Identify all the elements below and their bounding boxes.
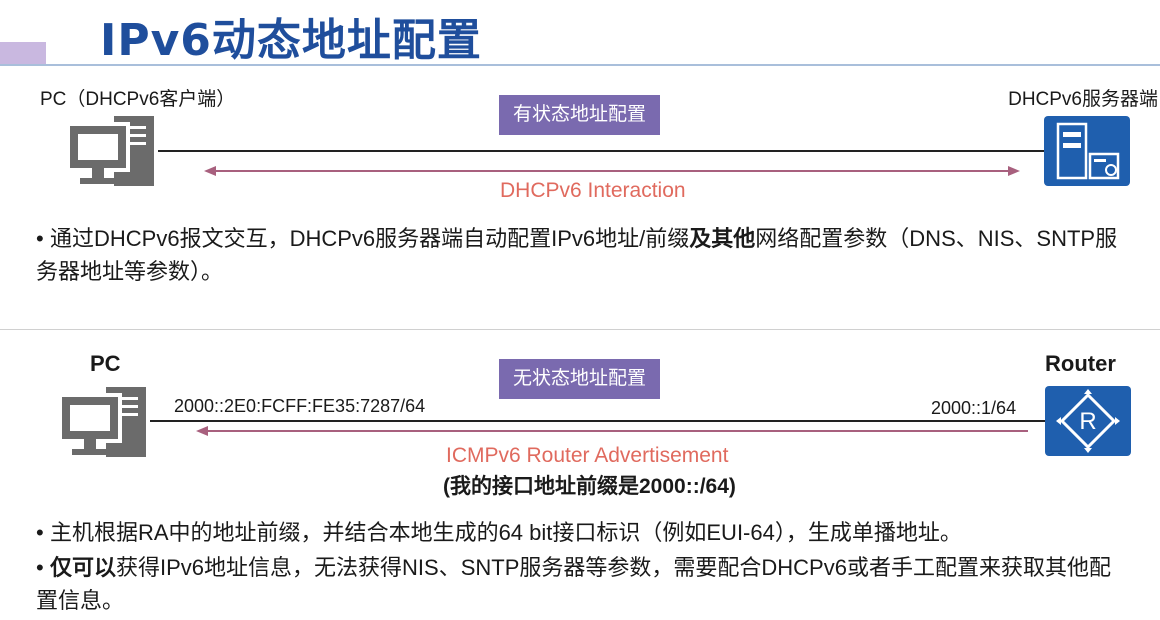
stateless-link-line — [150, 420, 1045, 422]
pc-address: 2000::2E0:FCFF:FE35:7287/64 — [174, 396, 426, 416]
router-address: 2000::1/64 — [931, 398, 1017, 418]
stateful-tag: 有状态地址配置 — [499, 95, 661, 135]
section-divider — [0, 329, 1160, 330]
pc-label: PC — [90, 351, 121, 376]
router-icon: R — [1045, 386, 1131, 456]
dhcpv6-interaction-label: DHCPv6 Interaction — [500, 179, 686, 202]
router-label: Router — [1045, 351, 1116, 376]
dhcpv6-interaction-arrow — [204, 166, 1020, 176]
ra-label: ICMPv6 Router Advertisement — [446, 444, 729, 467]
ra-note: (我的接口地址前缀是2000::/64) — [443, 475, 736, 498]
page-title: IPv6动态地址配置 — [100, 15, 482, 66]
stateful-link-line — [158, 150, 1044, 152]
pc-icon — [66, 116, 154, 186]
stateful-bullet: •通过DHCPv6报文交互，DHCPv6服务器端自动配置IPv6地址/前缀及其他… — [36, 222, 1126, 288]
stateless-tag: 无状态地址配置 — [499, 359, 661, 399]
svg-text:R: R — [1079, 408, 1096, 435]
client-label: PC（DHCPv6客户端） — [40, 89, 236, 110]
stateless-bullet-2: •仅可以获得IPv6地址信息，无法获得NIS、SNTP服务器等参数，需要配合DH… — [36, 551, 1126, 617]
bullet-dot: • — [36, 226, 44, 251]
title-divider — [0, 64, 1160, 66]
title-accent-bar — [0, 42, 46, 64]
bullet-dot: • — [36, 520, 44, 545]
stateless-bullet-1: •主机根据RA中的地址前缀，并结合本地生成的64 bit接口标识（例如EUI-6… — [36, 516, 1126, 549]
router-advertisement-arrow — [196, 426, 1028, 436]
bullet-dot: • — [36, 555, 44, 580]
server-label: DHCPv6服务器端 — [1008, 89, 1158, 110]
pc-icon — [58, 387, 146, 457]
server-icon — [1044, 116, 1130, 186]
